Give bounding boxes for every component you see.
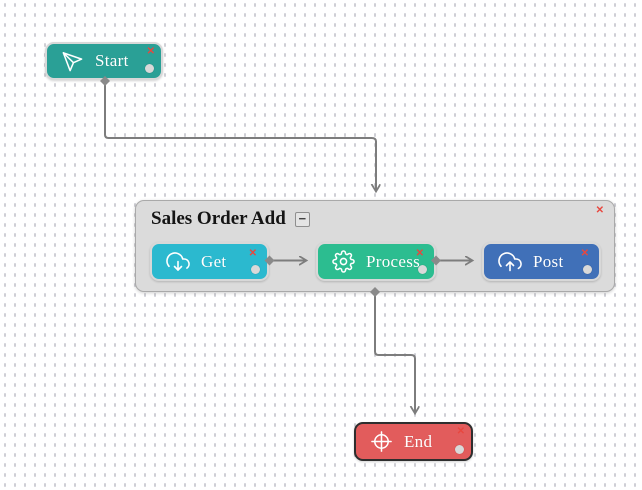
group-title: Sales Order Add <box>151 208 286 229</box>
gear-icon <box>332 250 355 273</box>
group-header: Sales Order Add − <box>151 208 310 230</box>
node-port-dot[interactable] <box>418 265 427 274</box>
node-label: Process <box>366 251 421 271</box>
node-port-dot[interactable] <box>145 64 154 73</box>
node-post[interactable]: Post ✕ <box>482 242 601 281</box>
node-label: Start <box>95 51 129 70</box>
node-port-dot[interactable] <box>455 445 464 454</box>
group-sales-order-add[interactable]: Sales Order Add − ✕ Get ✕ <box>135 200 615 292</box>
collapse-button[interactable]: − <box>294 211 310 227</box>
close-icon[interactable]: ✕ <box>146 46 155 57</box>
node-get[interactable]: Get ✕ <box>150 242 269 281</box>
close-icon[interactable]: ✕ <box>456 426 465 437</box>
node-label: End <box>404 431 433 451</box>
edge-group-to-end[interactable] <box>374 291 415 413</box>
send-icon <box>61 50 84 73</box>
close-icon[interactable]: ✕ <box>248 248 257 259</box>
node-port-dot[interactable] <box>251 265 260 274</box>
close-icon[interactable]: ✕ <box>580 248 589 259</box>
node-start[interactable]: Start ✕ <box>45 42 163 80</box>
close-icon[interactable]: ✕ <box>415 248 424 259</box>
node-label: Get <box>201 251 227 271</box>
edge-start-to-group[interactable] <box>104 80 376 191</box>
node-end[interactable]: End ✕ <box>354 422 473 461</box>
node-port-dot[interactable] <box>583 265 592 274</box>
node-label: Post <box>533 251 564 271</box>
close-icon[interactable]: ✕ <box>595 205 604 216</box>
crosshair-icon <box>370 430 393 453</box>
cloud-upload-icon <box>498 250 522 274</box>
cloud-download-icon <box>166 250 190 274</box>
node-process[interactable]: Process ✕ <box>316 242 436 281</box>
